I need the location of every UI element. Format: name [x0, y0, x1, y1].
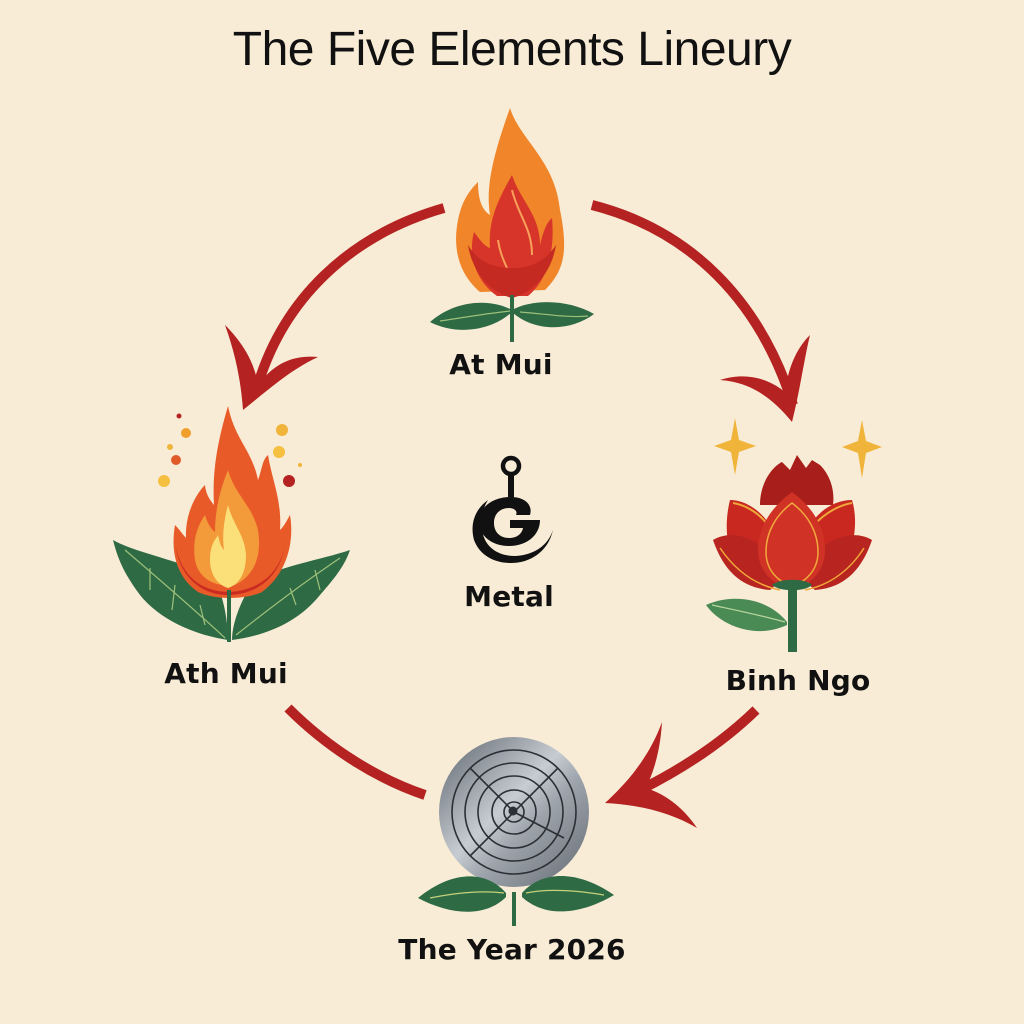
- arrow-right-to-bottom: [605, 706, 760, 828]
- node-label-center: Metal: [464, 580, 554, 613]
- node-label-bottom: The Year 2026: [398, 933, 626, 966]
- node-label-left: Ath Mui: [164, 657, 288, 690]
- arrow-top-to-left: [225, 203, 446, 410]
- arrow-left-to-bottom: [284, 704, 427, 800]
- arrow-top-to-right: [590, 200, 810, 422]
- node-label-right: Binh Ngo: [725, 664, 871, 697]
- node-label-top: At Mui: [449, 348, 553, 381]
- diagram-title: The Five Elements Lineury: [232, 23, 792, 76]
